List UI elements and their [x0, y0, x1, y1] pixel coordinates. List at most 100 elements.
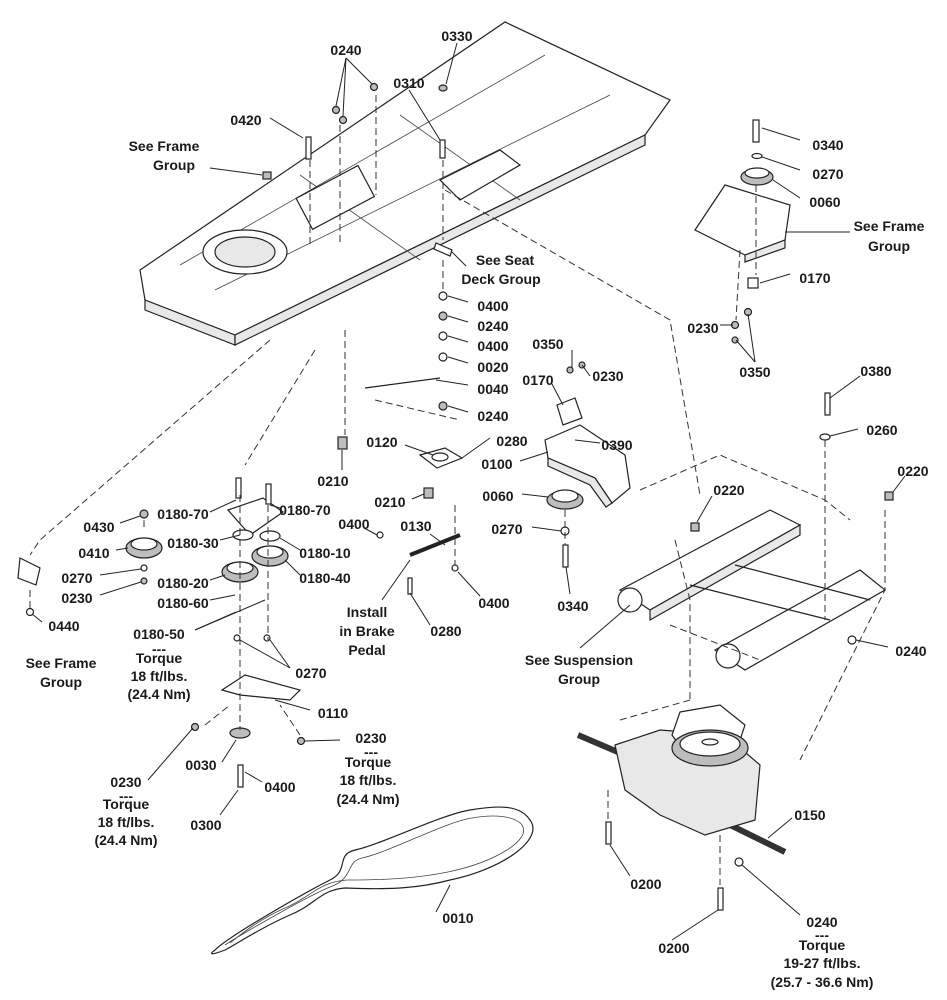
- label-l0230a: 0230: [687, 320, 718, 336]
- label-l0180_50: 0180-50: [133, 626, 185, 642]
- note-see-susp-b: Group: [558, 671, 600, 687]
- label-l0400e: 0400: [264, 779, 295, 795]
- label-l0120: 0120: [366, 434, 397, 450]
- note-see-frame-1b: Group: [153, 157, 195, 173]
- label-l0040: 0040: [477, 381, 508, 397]
- leader-lines: [31, 42, 906, 941]
- label-l0230c: 0230: [61, 590, 92, 606]
- label-l0270d: 0270: [295, 665, 326, 681]
- label-l0230d: 0230: [355, 730, 386, 746]
- label-l0350b: 0350: [532, 336, 563, 352]
- label-l0020: 0020: [477, 359, 508, 375]
- label-l0240b: 0240: [477, 318, 508, 334]
- label-l0210b: 0210: [374, 494, 405, 510]
- note-install-b: in Brake: [339, 623, 394, 639]
- label-l0170b: 0170: [522, 372, 553, 388]
- label-l0230d_v: 18 ft/lbs.: [340, 772, 397, 788]
- suspension-frame: [617, 392, 894, 671]
- label-l0210a: 0210: [317, 473, 348, 489]
- label-l0180_60: 0180-60: [157, 595, 209, 611]
- note-see-frame-1a: See Frame: [129, 138, 200, 154]
- label-l0240c: 0240: [477, 408, 508, 424]
- part-labels: 0240033003100420034002700060017002300350…: [48, 28, 928, 990]
- label-l0300: 0300: [190, 817, 221, 833]
- label-l0240a: 0240: [330, 42, 361, 58]
- label-l0260: 0260: [866, 422, 897, 438]
- pulley-assembly-left: [17, 477, 289, 617]
- label-l0270a: 0270: [812, 166, 843, 182]
- label-l0340a: 0340: [812, 137, 843, 153]
- label-l0110: 0110: [318, 705, 349, 721]
- label-l0230e_d: ---: [119, 788, 133, 804]
- label-l0180_50_t: Torque: [136, 650, 183, 666]
- main-frame: [139, 21, 671, 346]
- label-l0400c: 0400: [338, 516, 369, 532]
- label-l0400b: 0400: [477, 338, 508, 354]
- note-see-frame-2b: Group: [868, 238, 910, 254]
- label-l0180_70b: 0180-70: [279, 502, 331, 518]
- label-l0180_20: 0180-20: [157, 575, 209, 591]
- label-l0180_70a: 0180-70: [157, 506, 209, 522]
- hardware-stack-center: [262, 82, 453, 499]
- label-l0180_10: 0180-10: [299, 545, 351, 561]
- note-install-c: Pedal: [348, 642, 385, 658]
- note-see-seat-a: See Seat: [476, 252, 535, 268]
- label-l0430: 0430: [83, 519, 114, 535]
- label-l0030: 0030: [185, 757, 216, 773]
- label-l0400d: 0400: [478, 595, 509, 611]
- label-l0060a: 0060: [809, 194, 840, 210]
- note-see-susp-a: See Suspension: [525, 652, 633, 668]
- label-l0010: 0010: [442, 910, 473, 926]
- label-l0380: 0380: [860, 363, 891, 379]
- label-l0100: 0100: [481, 456, 512, 472]
- note-see-frame-2a: See Frame: [854, 218, 925, 234]
- label-l0220a: 0220: [713, 482, 744, 498]
- note-install-a: Install: [347, 604, 387, 620]
- label-l0230e_t: Torque: [103, 796, 150, 812]
- label-l0440: 0440: [48, 618, 79, 634]
- label-l0390: 0390: [601, 437, 632, 453]
- note-see-frame-3b: Group: [40, 674, 82, 690]
- label-l0240e: 0240: [806, 914, 837, 930]
- label-l0350a: 0350: [739, 364, 770, 380]
- label-l0240e_m: (25.7 - 36.6 Nm): [771, 974, 874, 990]
- label-l0200a: 0200: [630, 876, 661, 892]
- note-see-frame-3a: See Frame: [26, 655, 97, 671]
- note-see-seat-b: Deck Group: [461, 271, 540, 287]
- label-l0230d_d: ---: [364, 744, 378, 760]
- label-l0270c: 0270: [61, 570, 92, 586]
- transaxle: [576, 704, 787, 911]
- label-l0240d: 0240: [895, 643, 926, 659]
- label-l0420: 0420: [230, 112, 261, 128]
- label-l0400a: 0400: [477, 298, 508, 314]
- label-l0270b: 0270: [491, 521, 522, 537]
- label-l0240e_v: 19-27 ft/lbs.: [783, 955, 860, 971]
- label-l0230b: 0230: [592, 368, 623, 384]
- label-l0280a: 0280: [496, 433, 527, 449]
- label-l0280b: 0280: [430, 623, 461, 639]
- label-l0180_30: 0180-30: [167, 535, 219, 551]
- label-l0150: 0150: [794, 807, 825, 823]
- label-l0180_50_m: (24.4 Nm): [127, 686, 190, 702]
- label-l0230d_m: (24.4 Nm): [336, 791, 399, 807]
- label-l0170a: 0170: [799, 270, 830, 286]
- label-l0240e_d: ---: [815, 927, 829, 943]
- drive-belt: [211, 806, 534, 955]
- dashed-routing-lines: [29, 95, 886, 885]
- label-l0340b: 0340: [557, 598, 588, 614]
- label-l0130: 0130: [400, 518, 431, 534]
- idler-bracket: [544, 361, 631, 568]
- label-l0220b: 0220: [897, 463, 928, 479]
- brake-linkage: [376, 447, 464, 595]
- label-l0180_40: 0180-40: [299, 570, 351, 586]
- label-l0330: 0330: [441, 28, 472, 44]
- label-l0230d_t: Torque: [345, 754, 392, 770]
- label-l0180_50_d: ---: [152, 641, 166, 657]
- label-l0240e_t: Torque: [799, 937, 846, 953]
- label-l0230e_v: 18 ft/lbs.: [98, 814, 155, 830]
- label-l0180_50_v: 18 ft/lbs.: [131, 668, 188, 684]
- label-l0230e: 0230: [110, 774, 141, 790]
- label-l0230e_m: (24.4 Nm): [94, 832, 157, 848]
